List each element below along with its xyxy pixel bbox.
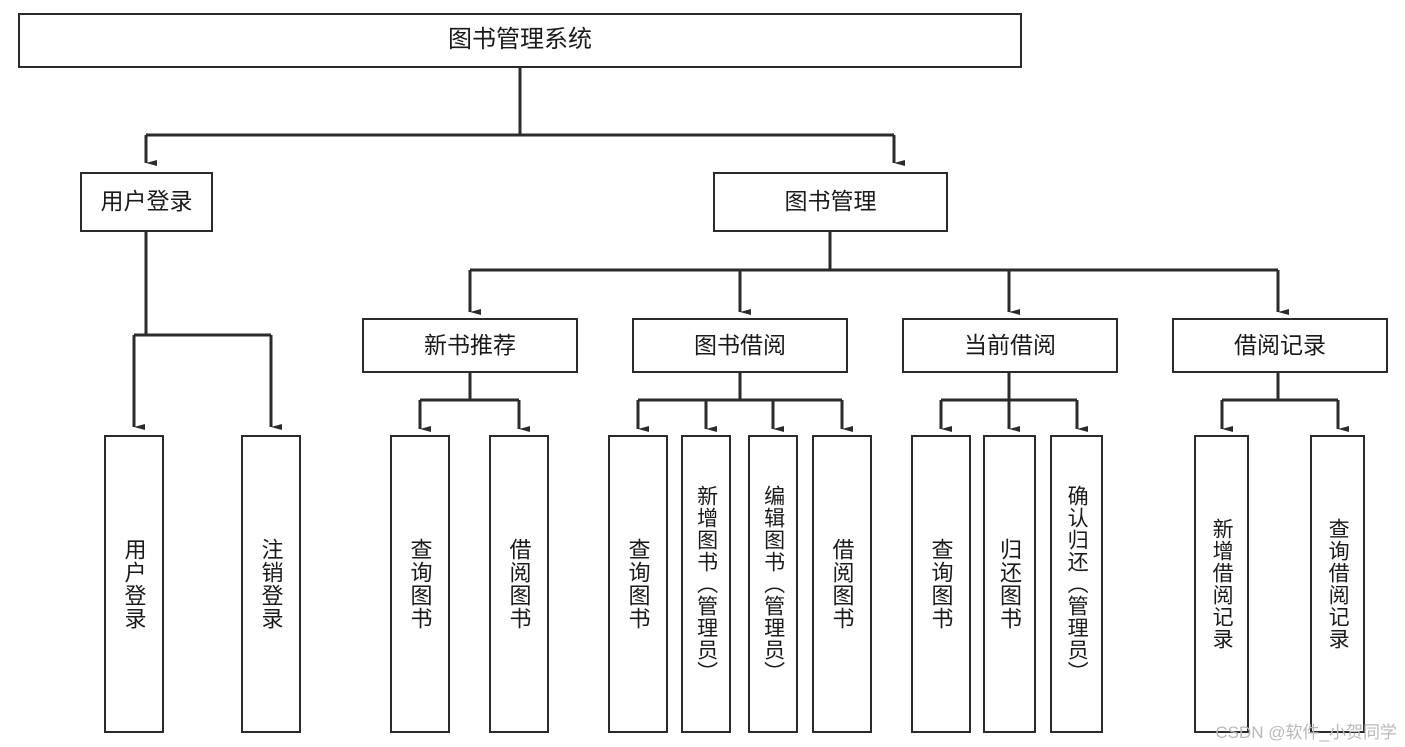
node-label: 编辑图书（管理员） (761, 485, 785, 683)
node-label: 新增借阅记录 (1210, 518, 1234, 650)
node-label: 图书借阅 (694, 331, 786, 358)
node-leaf-logout[interactable]: 注销登录 (241, 435, 301, 733)
node-label: 当前借阅 (964, 331, 1056, 358)
node-leaf-add-book-admin[interactable]: 新增图书（管理员） (681, 435, 731, 733)
node-book-borrow[interactable]: 图书借阅 (632, 318, 848, 373)
node-label: 用户登录 (121, 538, 147, 630)
node-label: 用户登录 (100, 188, 193, 215)
node-label: 归还图书 (997, 538, 1023, 630)
node-label: 图书管理系统 (448, 26, 592, 54)
node-label: 借阅图书 (829, 538, 855, 630)
node-leaf-query-borrow-record[interactable]: 查询借阅记录 (1310, 435, 1365, 733)
node-new-book-recommend[interactable]: 新书推荐 (362, 318, 578, 373)
node-label: 查询图书 (407, 538, 433, 630)
node-leaf-user-login[interactable]: 用户登录 (104, 435, 164, 733)
node-root-book-management-system[interactable]: 图书管理系统 (18, 13, 1022, 68)
csdn-watermark: CSDN @软件_小贺同学 (1215, 723, 1397, 742)
node-label: 新增图书（管理员） (694, 485, 718, 683)
node-label: 查询图书 (928, 538, 954, 630)
node-label: 图书管理 (784, 188, 877, 215)
node-borrow-record[interactable]: 借阅记录 (1172, 318, 1388, 373)
node-current-borrow[interactable]: 当前借阅 (902, 318, 1118, 373)
node-label: 确认归还（管理员） (1065, 485, 1089, 683)
node-book-management[interactable]: 图书管理 (713, 172, 948, 232)
node-leaf-query-book-borrow[interactable]: 查询图书 (608, 435, 668, 733)
node-leaf-confirm-return-admin[interactable]: 确认归还（管理员） (1050, 435, 1103, 733)
node-label: 注销登录 (258, 538, 284, 630)
node-label: 借阅记录 (1234, 331, 1326, 358)
node-label: 查询借阅记录 (1326, 518, 1350, 650)
node-leaf-borrow-book-recommend[interactable]: 借阅图书 (489, 435, 549, 733)
node-user-login[interactable]: 用户登录 (80, 172, 213, 232)
node-leaf-query-book-recommend[interactable]: 查询图书 (390, 435, 450, 733)
node-leaf-add-borrow-record[interactable]: 新增借阅记录 (1194, 435, 1249, 733)
node-leaf-edit-book-admin[interactable]: 编辑图书（管理员） (748, 435, 798, 733)
node-leaf-query-book-current[interactable]: 查询图书 (911, 435, 971, 733)
node-label: 借阅图书 (506, 538, 532, 630)
node-leaf-borrow-book[interactable]: 借阅图书 (812, 435, 872, 733)
node-label: 新书推荐 (424, 331, 516, 358)
node-leaf-return-book[interactable]: 归还图书 (983, 435, 1036, 733)
node-label: 查询图书 (625, 538, 651, 630)
